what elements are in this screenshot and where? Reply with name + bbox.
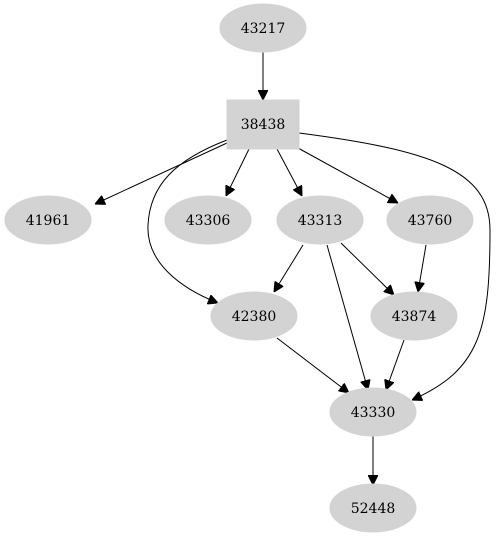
graph-node: 43760 <box>386 195 474 245</box>
edge-43313-43874 <box>340 242 394 295</box>
edge-43313-42380 <box>274 244 304 292</box>
node-label: 42380 <box>232 309 277 325</box>
graph-node: 41961 <box>4 195 92 245</box>
edge-43313-43330 <box>326 244 368 390</box>
graph-node: 42380 <box>210 291 298 341</box>
edge-38438-43306 <box>226 148 250 196</box>
graph-node: 52448 <box>329 483 417 533</box>
graph-node: 43217 <box>219 3 307 53</box>
node-label: 43306 <box>186 213 231 229</box>
node-label: 43313 <box>298 213 343 229</box>
edge-38438-41961 <box>95 142 228 204</box>
node-shape <box>210 291 298 341</box>
edge-43874-43330 <box>386 339 405 390</box>
node-shape <box>370 291 458 341</box>
node-shape <box>386 195 474 245</box>
node-label: 52448 <box>351 501 396 517</box>
node-shape <box>226 99 300 150</box>
edge-38438-42380 <box>147 139 228 303</box>
node-shape <box>276 195 364 245</box>
node-label: 43760 <box>408 213 453 229</box>
node-shape <box>329 483 417 533</box>
node-label: 41961 <box>26 213 71 229</box>
node-shape <box>329 387 417 437</box>
graph-node: 43313 <box>276 195 364 245</box>
node-shape <box>219 3 307 53</box>
node-shape <box>164 195 252 245</box>
edges <box>95 52 491 485</box>
edge-38438-43760 <box>297 147 398 203</box>
edge-42380-43330 <box>276 337 349 393</box>
graph-node: 43306 <box>164 195 252 245</box>
node-label: 43217 <box>241 21 286 37</box>
node-label: 43330 <box>351 405 396 421</box>
graph-node: 43330 <box>329 387 417 437</box>
edge-43760-43874 <box>418 244 427 292</box>
graph-node: 38438 <box>226 99 300 150</box>
node-shape <box>4 195 92 245</box>
node-label: 43874 <box>392 309 437 325</box>
edge-38438-43313 <box>276 148 302 196</box>
nodes: 43217 38438 41961 43306 43313 43760 4238… <box>4 3 474 533</box>
edge-38438-43330 <box>298 132 491 400</box>
graph-node: 43874 <box>370 291 458 341</box>
node-label: 38438 <box>241 117 286 133</box>
